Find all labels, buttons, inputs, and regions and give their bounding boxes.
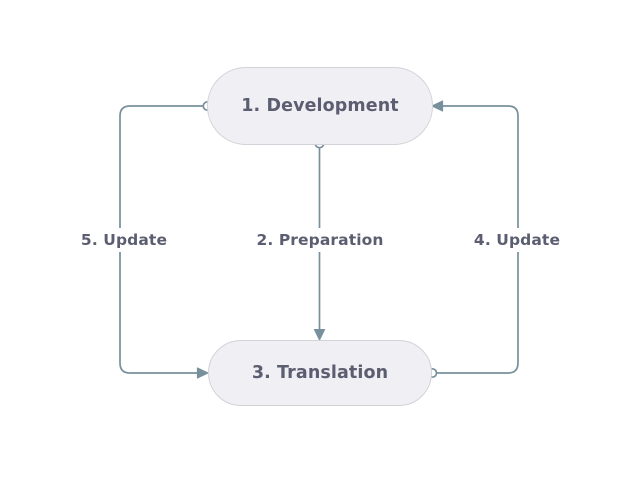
edge-update5-arrow-icon — [196, 367, 209, 379]
edge-label-preparation: 2. Preparation — [251, 228, 389, 252]
edge-update4-arrow-icon — [431, 100, 444, 112]
edge-label-update4: 4. Update — [468, 228, 566, 252]
edge-label-update5: 5. Update — [75, 228, 173, 252]
node-development[interactable]: 1. Development — [207, 67, 433, 145]
node-development-label: 1. Development — [241, 96, 399, 116]
node-translation[interactable]: 3. Translation — [208, 340, 432, 406]
node-translation-label: 3. Translation — [251, 363, 389, 383]
edge-preparation-arrow-icon — [313, 329, 326, 341]
